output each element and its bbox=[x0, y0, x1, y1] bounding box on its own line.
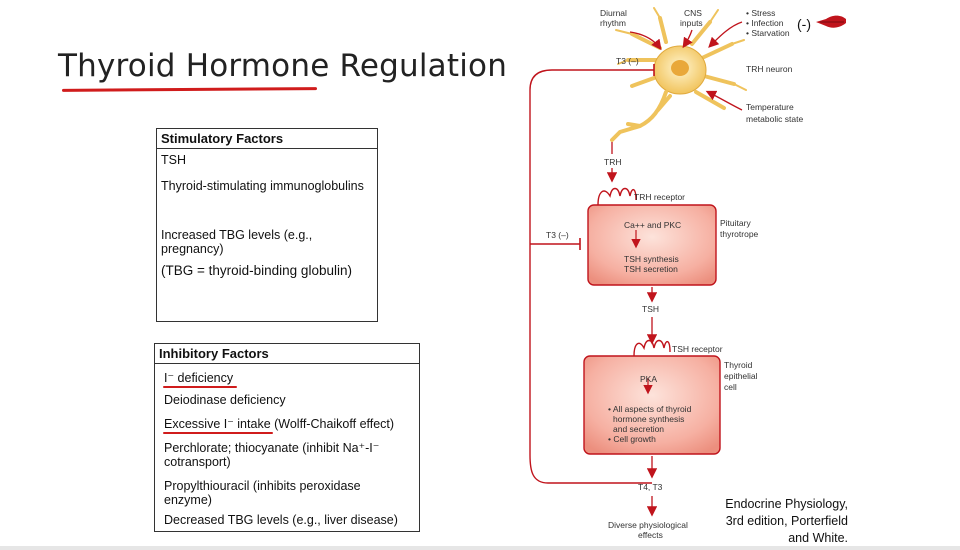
label-metabolic: metabolic state bbox=[746, 114, 803, 124]
citation-line: Endocrine Physiology, bbox=[725, 497, 848, 511]
label-trh-neuron: TRH neuron bbox=[746, 64, 793, 74]
label-effect: • Cell growth bbox=[608, 434, 656, 444]
label-diurnal: Diurnal bbox=[600, 8, 627, 18]
label-effect: • All aspects of thyroid bbox=[608, 404, 692, 414]
inhibitory-item-rest: (Wolff-Chaikoff effect) bbox=[270, 417, 395, 431]
stimulatory-header: Stimulatory Factors bbox=[157, 129, 377, 149]
label-trh-receptor: TRH receptor bbox=[634, 192, 685, 202]
inhibitory-header: Inhibitory Factors bbox=[155, 344, 419, 364]
citation-line: 3rd edition, Porterfield bbox=[725, 514, 848, 528]
stimulatory-item: TSH bbox=[161, 153, 186, 167]
inhibitory-item: Perchlorate; thiocyanate (inhibit Na⁺-I⁻ bbox=[164, 441, 380, 455]
thyroid-axis-diagram: Diurnal rhythm CNS inputs • Stress • Inf… bbox=[529, 7, 803, 540]
label-effect: hormone synthesis bbox=[613, 414, 684, 424]
label-temperature: Temperature bbox=[746, 102, 794, 112]
label-pka: PKA bbox=[640, 374, 657, 384]
label-starvation: • Starvation bbox=[746, 28, 790, 38]
label-tsh-synthesis: TSH synthesis bbox=[624, 254, 679, 264]
label-t4-t3: T4, T3 bbox=[638, 482, 663, 492]
label-trh: TRH bbox=[604, 157, 621, 167]
label-tsh-receptor: TSH receptor bbox=[672, 344, 723, 354]
inhibitory-item: cotransport) bbox=[164, 455, 231, 469]
label-infection: • Infection bbox=[746, 18, 784, 28]
inhibitory-item: Decreased TBG levels (e.g., liver diseas… bbox=[164, 513, 398, 527]
label-t3-neg-side: T3 (–) bbox=[546, 230, 569, 240]
label-ca-pkc: Ca++ and PKC bbox=[624, 220, 681, 230]
inhibitory-item: Excessive I⁻ intake (Wolff-Chaikoff effe… bbox=[164, 417, 394, 431]
stimulatory-item: Increased TBG levels (e.g., bbox=[161, 228, 313, 242]
stimulatory-item: pregnancy) bbox=[161, 242, 224, 256]
label-stress: • Stress bbox=[746, 8, 775, 18]
citation: Endocrine Physiology, 3rd edition, Porte… bbox=[725, 496, 848, 547]
label-cell: cell bbox=[724, 382, 737, 392]
inhibitory-factors-box: Inhibitory Factors I⁻ deficiency Deiodin… bbox=[154, 343, 420, 532]
stimulatory-item: Thyroid-stimulating immunoglobulins bbox=[161, 179, 364, 193]
inhibitory-item: Propylthiouracil (inhibits peroxidase bbox=[164, 479, 361, 493]
label-effect: and secretion bbox=[613, 424, 664, 434]
inhibitory-item: Deiodinase deficiency bbox=[164, 393, 286, 407]
label-diverse: Diverse physiological bbox=[608, 520, 688, 530]
red-underline bbox=[163, 386, 237, 388]
inhibitory-item-highlight: Excessive I⁻ intake bbox=[164, 417, 271, 431]
label-cns: CNS bbox=[684, 8, 702, 18]
negative-note: (-) bbox=[797, 16, 811, 32]
inhibitory-item: I⁻ deficiency bbox=[164, 371, 234, 385]
label-tsh-secretion: TSH secretion bbox=[624, 264, 678, 274]
red-pointer-arrow-icon bbox=[816, 15, 846, 28]
label-thyroid: Thyroid bbox=[724, 360, 753, 370]
inhibitory-item: enzyme) bbox=[164, 493, 212, 507]
label-effects: effects bbox=[638, 530, 663, 540]
slide-title: Thyroid Hormone Regulation bbox=[58, 48, 508, 84]
stimulatory-note: (TBG = thyroid-binding globulin) bbox=[161, 263, 352, 278]
red-underline bbox=[163, 432, 273, 434]
title-red-underline bbox=[61, 87, 318, 92]
label-thyrotrope: thyrotrope bbox=[720, 229, 759, 239]
label-rhythm: rhythm bbox=[600, 18, 626, 28]
stimulatory-factors-box: Stimulatory Factors TSH Thyroid-stimulat… bbox=[156, 128, 378, 322]
slide-bottom-bar bbox=[0, 546, 960, 550]
label-tsh: TSH bbox=[642, 304, 659, 314]
label-t3-neg-top: T3 (–) bbox=[616, 56, 639, 66]
label-epithelial: epithelial bbox=[724, 371, 758, 381]
citation-line: and White. bbox=[788, 531, 848, 545]
trh-neuron-icon bbox=[610, 7, 747, 142]
label-pituitary: Pituitary bbox=[720, 218, 751, 228]
label-inputs: inputs bbox=[680, 18, 703, 28]
